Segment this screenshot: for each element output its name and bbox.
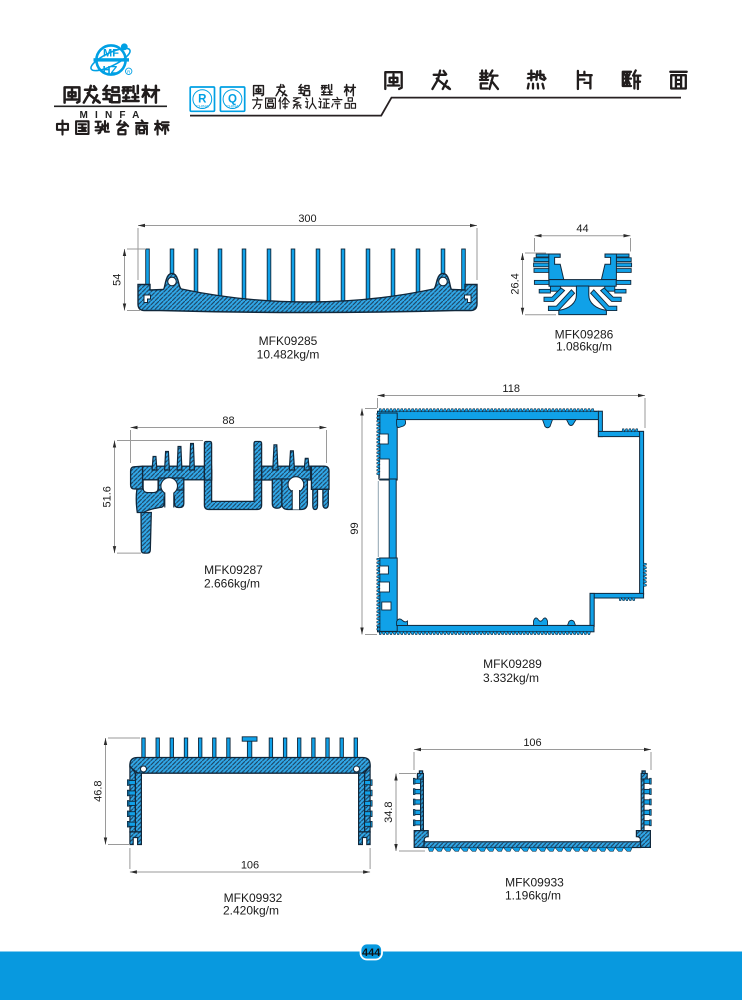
svg-text:106: 106	[241, 860, 259, 872]
svg-text:3.332kg/m: 3.332kg/m	[483, 671, 539, 685]
svg-text:MFK09932: MFK09932	[224, 891, 283, 905]
svg-text:CHINA: CHINA	[196, 104, 209, 109]
svg-text:106: 106	[523, 737, 541, 749]
svg-text:118: 118	[502, 383, 520, 395]
svg-text:34.8: 34.8	[383, 801, 395, 822]
svg-text:MFK09933: MFK09933	[505, 876, 564, 890]
svg-text:MFK09285: MFK09285	[259, 334, 318, 348]
svg-text:2.420kg/m: 2.420kg/m	[223, 904, 279, 918]
svg-text:444: 444	[362, 947, 381, 959]
svg-text:1.196kg/m: 1.196kg/m	[505, 889, 561, 903]
svg-text:MFK09289: MFK09289	[483, 657, 542, 671]
svg-text:2.666kg/m: 2.666kg/m	[204, 577, 260, 591]
svg-text:1.086kg/m: 1.086kg/m	[556, 340, 612, 354]
svg-text:Q: Q	[228, 94, 237, 106]
svg-text:46.8: 46.8	[93, 780, 105, 801]
svg-text:MFK09287: MFK09287	[204, 563, 263, 577]
svg-text:HZ: HZ	[103, 65, 118, 77]
svg-text:R: R	[198, 94, 207, 106]
svg-text:88: 88	[222, 415, 234, 427]
svg-text:54: 54	[112, 274, 124, 286]
svg-text:MFK09286: MFK09286	[555, 328, 614, 342]
svg-text:10.482kg/m: 10.482kg/m	[257, 348, 320, 362]
svg-text:26.4: 26.4	[510, 273, 522, 294]
svg-text:99: 99	[349, 522, 361, 534]
svg-text:51.6: 51.6	[102, 486, 114, 507]
svg-text:44: 44	[576, 223, 588, 235]
svg-text:MINFA: MINFA	[79, 110, 146, 121]
svg-text:MF: MF	[103, 48, 119, 60]
svg-text:CHINA: CHINA	[226, 104, 239, 109]
svg-text:300: 300	[298, 213, 316, 225]
svg-text:R: R	[127, 69, 131, 74]
